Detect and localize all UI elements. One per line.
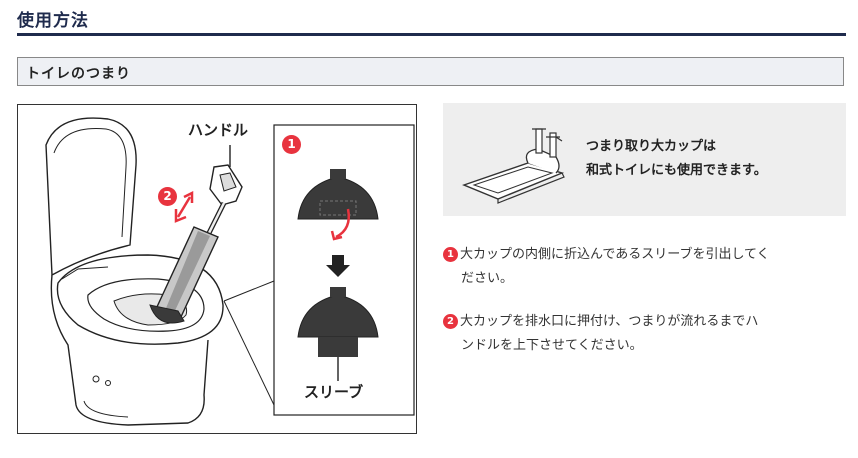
step-2-text-cont: ンドルを上下させてください。 xyxy=(461,338,643,353)
sleeve-label: スリーブ xyxy=(304,383,364,401)
title-divider xyxy=(17,33,846,36)
note-line-2: 和式トイレにも使用できます。 xyxy=(586,163,767,178)
page-title: 使用方法 xyxy=(17,11,89,31)
step-1-text-cont: ださい。 xyxy=(461,271,514,286)
handle-label: ハンドル xyxy=(188,121,249,139)
note-text: つまり取り大カップは 和式トイレにも使用できます。 xyxy=(586,135,767,183)
usage-illustration: ハンドル スリーブ 1 2 xyxy=(17,104,417,434)
note-box: つまり取り大カップは 和式トイレにも使用できます。 xyxy=(443,103,846,216)
step-2-number: 2 xyxy=(443,314,458,329)
step-2-badge: 2 xyxy=(158,187,177,206)
section-title: トイレのつまり xyxy=(26,66,131,82)
toilet-plunger-drawing xyxy=(45,117,415,426)
section-header: トイレのつまり xyxy=(17,57,844,86)
step-1-text: 大カップの内側に折込んであるスリーブを引出してく xyxy=(460,247,770,262)
note-line-1: つまり取り大カップは xyxy=(586,139,717,154)
step-2-text: 大カップを排水口に押付け、つまりが流れるまでハ xyxy=(460,314,759,329)
step-1-number: 1 xyxy=(443,247,458,262)
step-1-badge: 1 xyxy=(282,135,301,154)
large-cup-icon xyxy=(462,128,565,204)
